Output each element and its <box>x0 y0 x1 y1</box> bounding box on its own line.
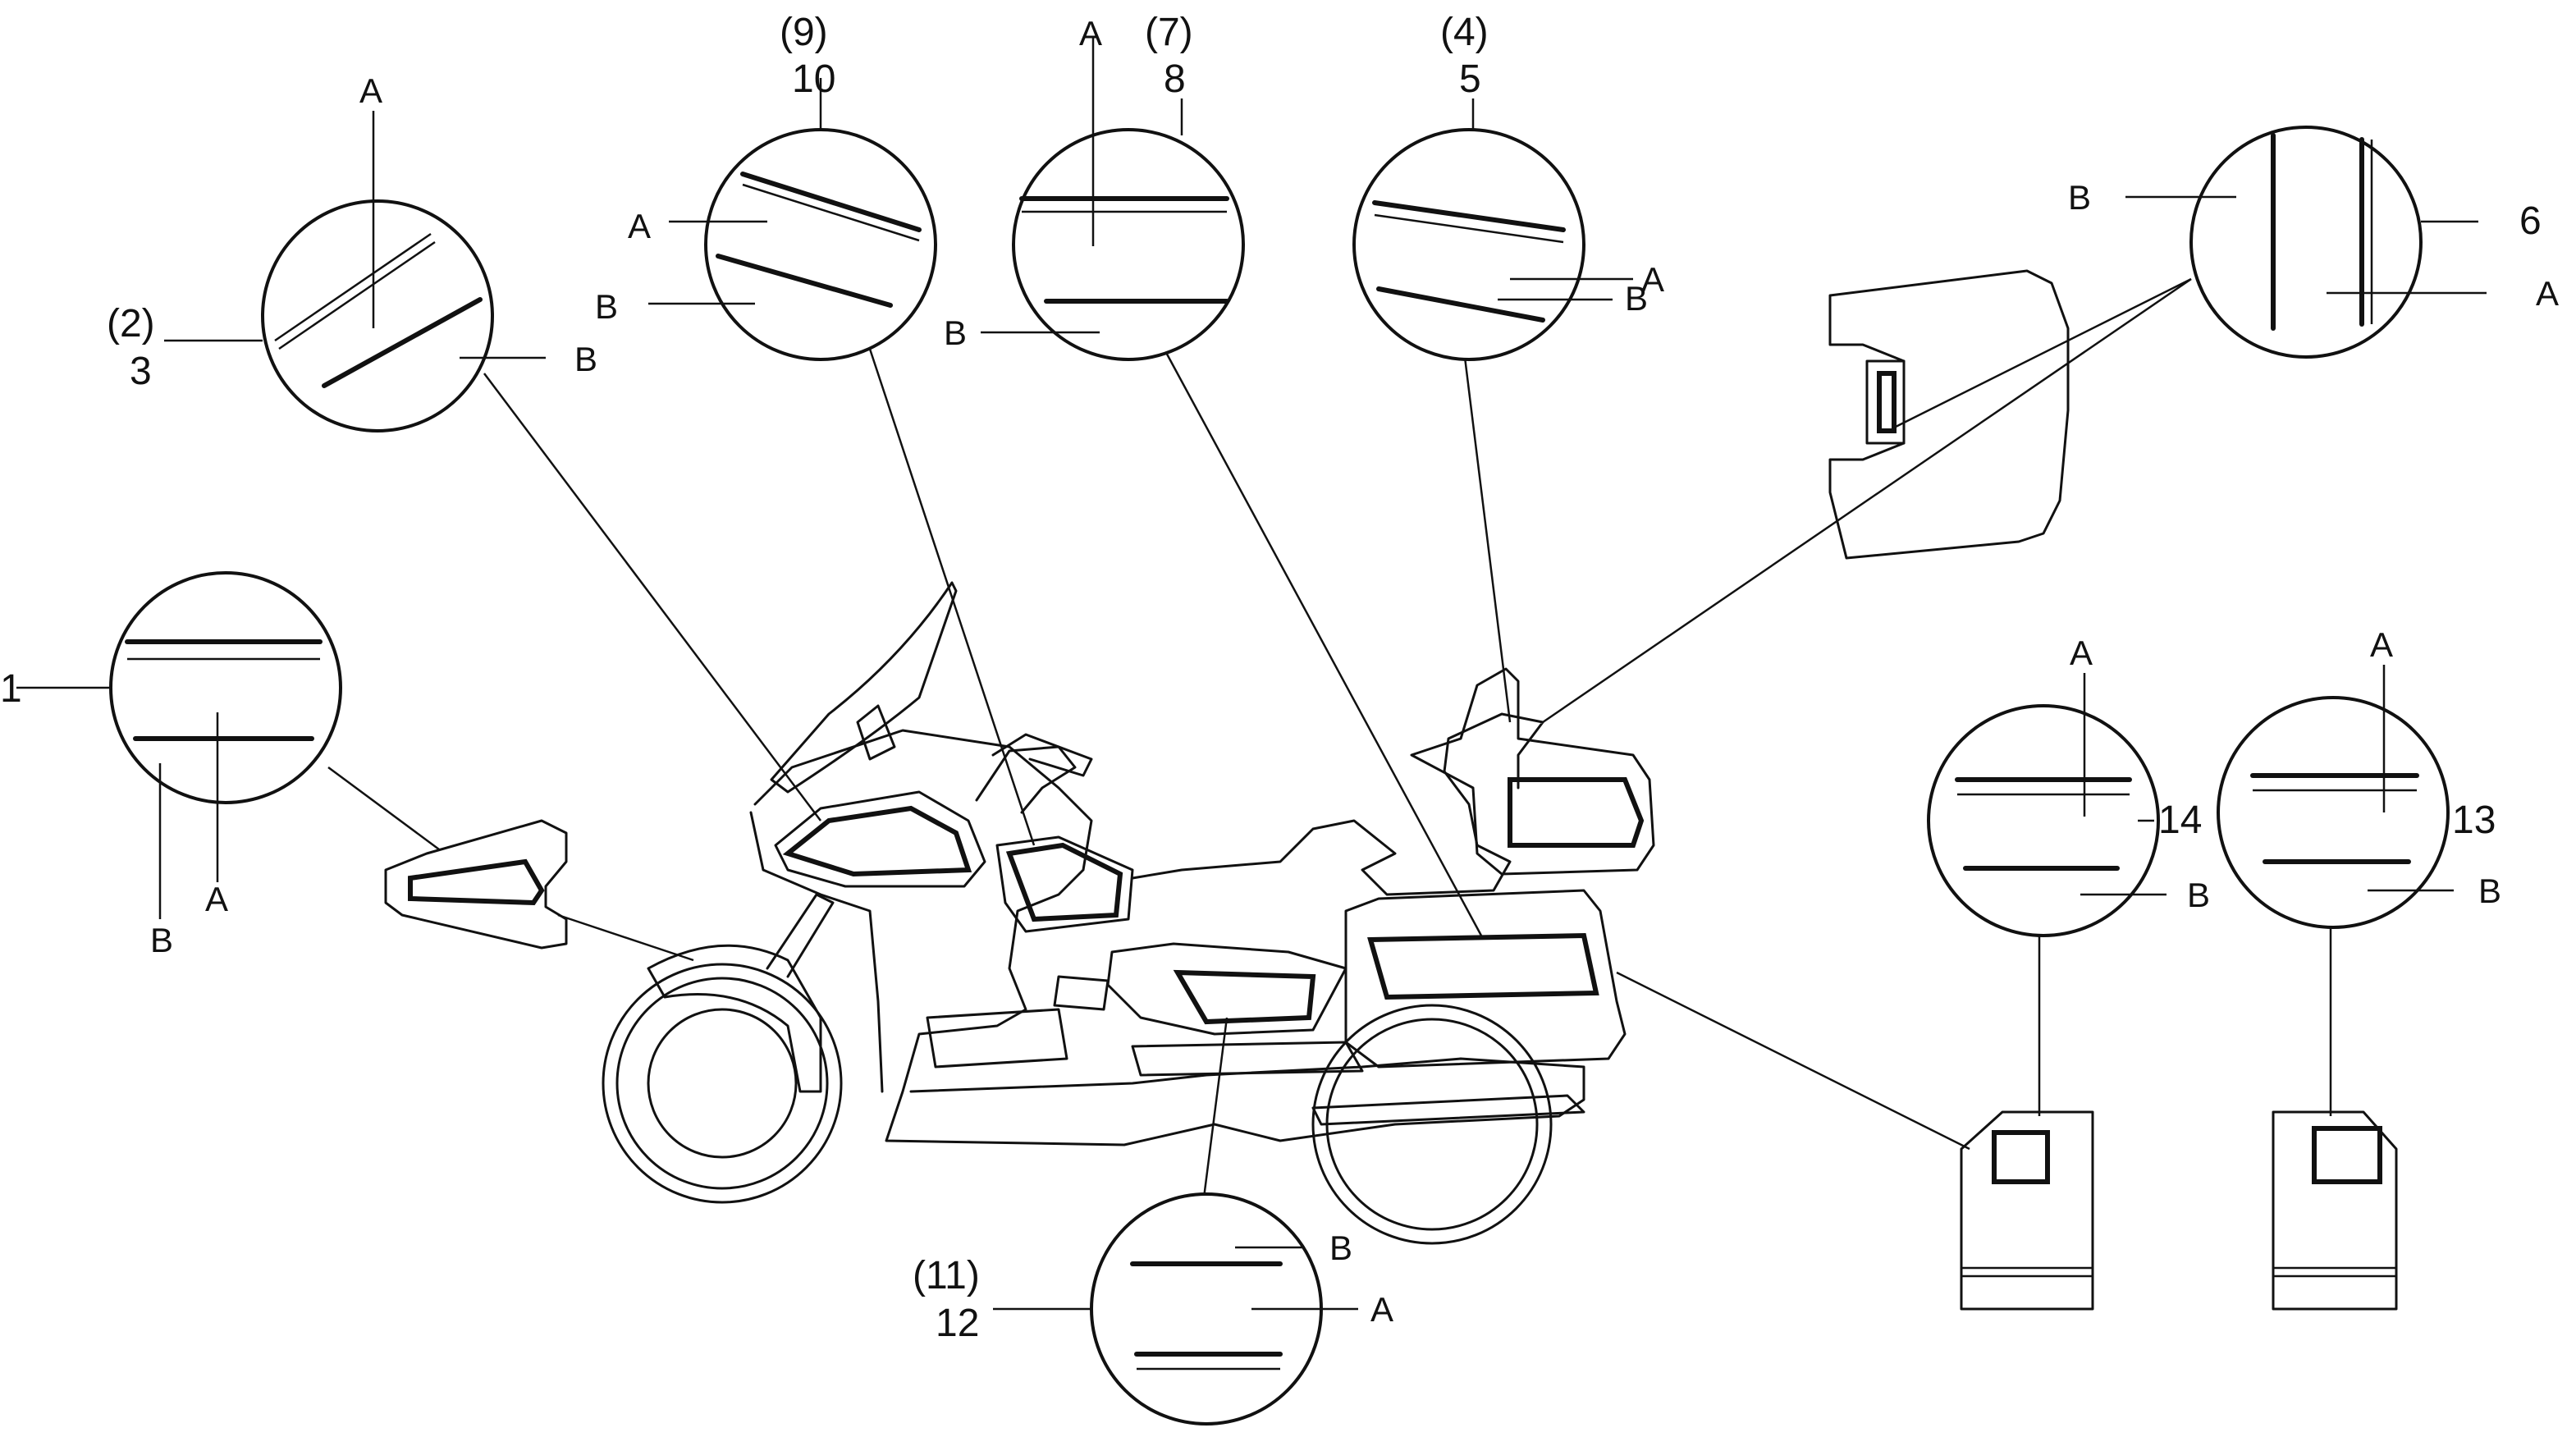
detail-circle-8: A B 13 <box>2217 625 2501 929</box>
label-a: A <box>628 207 651 245</box>
label-b: B <box>574 340 597 378</box>
saddlebag-panel-right <box>2272 1110 2398 1311</box>
label-b: B <box>2187 876 2210 914</box>
part-number: 5 <box>1459 57 1481 101</box>
label-a: A <box>2070 634 2093 672</box>
part-number-paren: (4) <box>1440 11 1489 54</box>
part-number: 6 <box>2519 199 2542 243</box>
part-number-paren: (9) <box>780 11 828 54</box>
label-b: B <box>2478 872 2501 910</box>
part-number: 14 <box>2158 799 2202 842</box>
label-b: B <box>1329 1229 1352 1267</box>
detail-circle-7: A B 14 <box>1927 634 2210 937</box>
label-b: B <box>1625 279 1648 318</box>
detail-circle-6: B A 6 <box>2068 126 2559 359</box>
part-number: 3 <box>130 350 152 393</box>
detail-circle-1: 1 A B <box>0 571 342 959</box>
saddlebag-panel-left <box>1960 1110 2094 1311</box>
part-number: 10 <box>792 57 835 101</box>
part-number: 13 <box>2452 799 2496 842</box>
detail-circle-3: A B (9) 10 <box>595 11 937 361</box>
label-b: B <box>944 313 967 352</box>
label-a: A <box>205 880 228 918</box>
label-a: A <box>1079 14 1102 53</box>
trunk-side-panel <box>1828 269 2070 560</box>
label-a: A <box>2536 274 2559 313</box>
leader-lines <box>327 277 2332 1211</box>
part-number-paren: (7) <box>1145 11 1193 54</box>
detail-circle-9: B A (11) 12 <box>913 1192 1393 1426</box>
label-a: A <box>1641 260 1664 299</box>
label-b: B <box>595 287 618 326</box>
label-b: B <box>150 921 173 959</box>
label-a: A <box>2370 625 2393 664</box>
part-number-paren: (11) <box>913 1254 980 1297</box>
front-fender-panel <box>384 819 568 950</box>
motorcycle-illustration <box>602 581 1655 1245</box>
label-b: B <box>2068 178 2091 217</box>
part-number: 12 <box>936 1302 979 1345</box>
label-a: A <box>1370 1290 1393 1329</box>
detail-circle-5: A B (4) 5 <box>1352 11 1664 361</box>
part-number: 1 <box>0 667 22 711</box>
detail-circle-4: A B (7) 8 <box>944 11 1245 361</box>
part-number-paren: (2) <box>107 302 155 346</box>
label-a: A <box>359 71 382 110</box>
detail-circle-2: A B (2) 3 <box>107 71 597 432</box>
part-number: 8 <box>1164 57 1186 101</box>
